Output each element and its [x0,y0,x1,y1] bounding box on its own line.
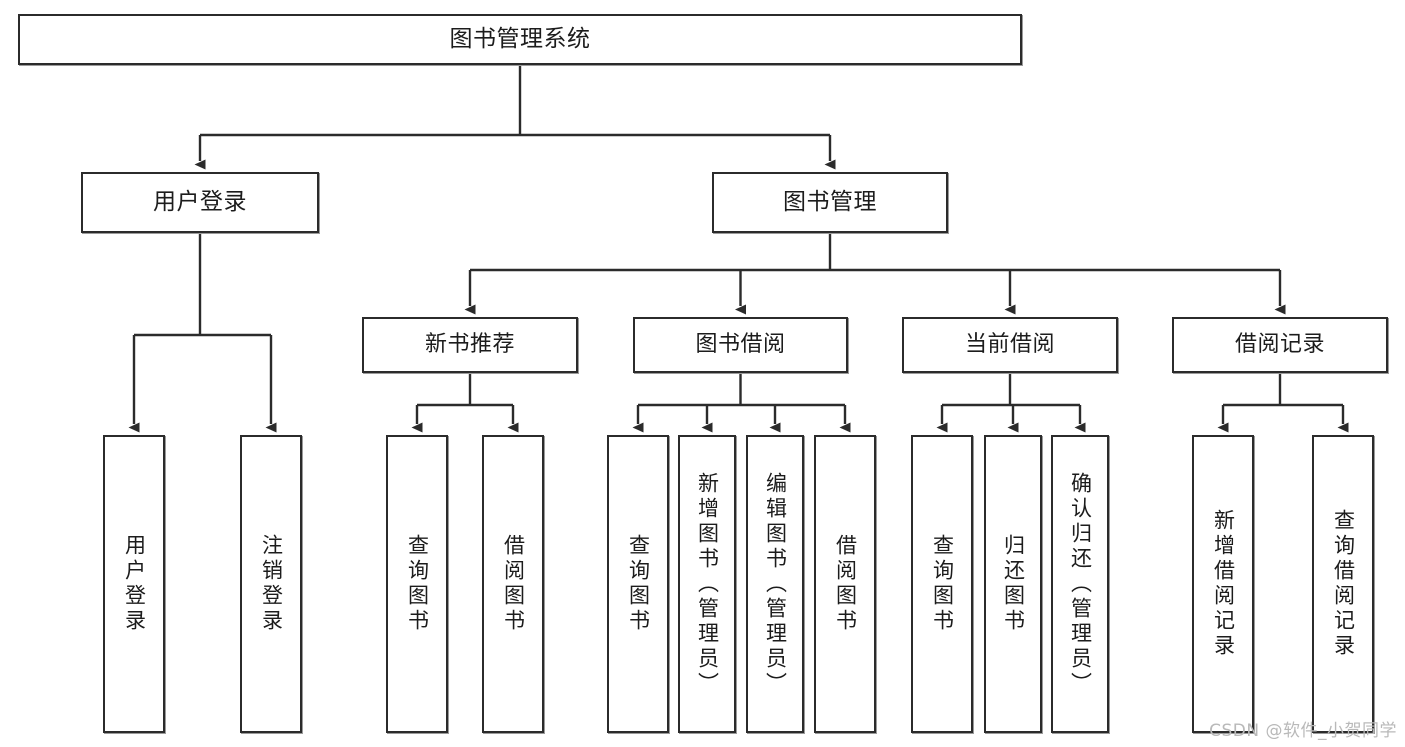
node-label: 图书管理 [783,188,877,215]
node-root[interactable]: 图书管理系统 [18,14,1022,65]
node-l-confirm[interactable]: 确认归还（管理员） [1051,435,1109,733]
node-label: 注销登录 [259,534,284,634]
node-label: 查询图书 [930,534,955,634]
node-label: 借阅图书 [501,534,526,634]
node-l-return[interactable]: 归还图书 [984,435,1042,733]
node-l-qryrec[interactable]: 查询借阅记录 [1312,435,1374,733]
node-l-query3[interactable]: 查询图书 [911,435,973,733]
node-label: 借阅记录 [1234,332,1325,358]
node-label: 用户登录 [153,188,247,215]
node-label: 归还图书 [1001,534,1026,634]
node-label: 编辑图书（管理员） [763,471,788,697]
node-l-add[interactable]: 新增图书（管理员） [678,435,736,733]
node-label: 用户登录 [122,534,147,634]
node-label: 查询图书 [626,534,651,634]
node-label: 借阅图书 [833,534,858,634]
node-label: 图书借阅 [695,332,786,358]
node-label: 新增借阅记录 [1211,509,1236,659]
node-borrow[interactable]: 图书借阅 [633,317,848,373]
node-l-edit[interactable]: 编辑图书（管理员） [746,435,804,733]
node-current[interactable]: 当前借阅 [902,317,1118,373]
node-label: 图书管理系统 [449,25,591,52]
node-label: 查询图书 [405,534,430,634]
csdn-watermark: CSDN @软件_小贺同学 [1209,721,1397,741]
node-label: 新书推荐 [424,332,515,358]
node-label: 确认归还（管理员） [1068,471,1093,697]
node-l-query1[interactable]: 查询图书 [386,435,448,733]
node-label: 新增图书（管理员） [695,471,720,697]
node-record[interactable]: 借阅记录 [1172,317,1388,373]
node-label: 当前借阅 [964,332,1055,358]
node-l-borrow2[interactable]: 借阅图书 [814,435,876,733]
node-l-borrow1[interactable]: 借阅图书 [482,435,544,733]
node-l-addrec[interactable]: 新增借阅记录 [1192,435,1254,733]
node-l-query2[interactable]: 查询图书 [607,435,669,733]
node-bookmgmt[interactable]: 图书管理 [712,172,948,233]
node-newbook[interactable]: 新书推荐 [362,317,578,373]
node-l-logout[interactable]: 注销登录 [240,435,302,733]
node-l-login[interactable]: 用户登录 [103,435,165,733]
node-label: 查询借阅记录 [1331,509,1356,659]
node-login[interactable]: 用户登录 [81,172,319,233]
